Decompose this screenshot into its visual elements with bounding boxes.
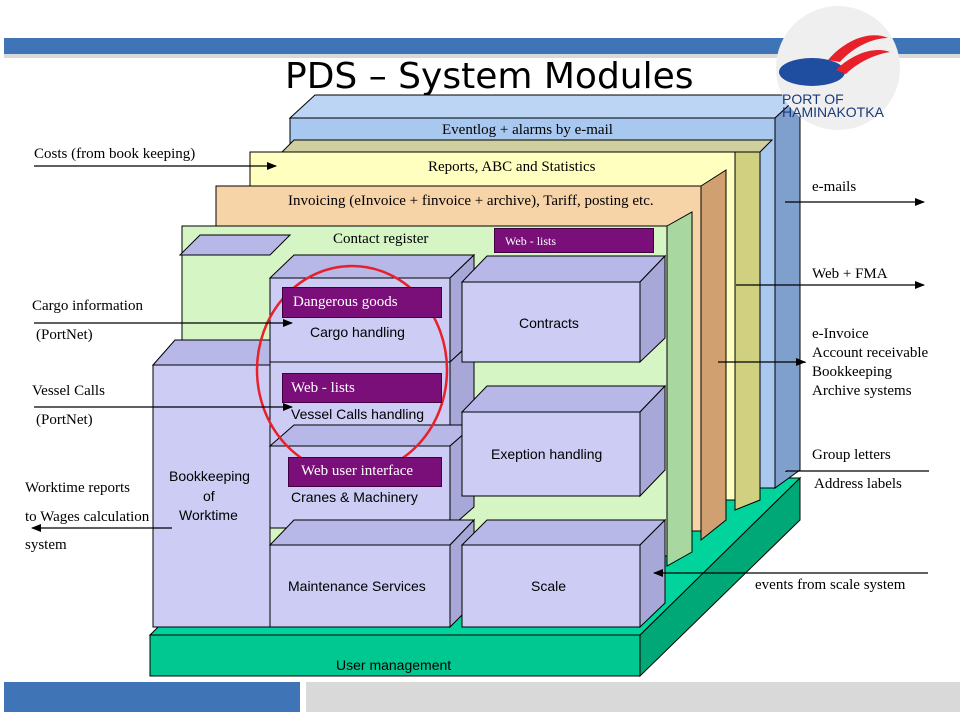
bookkeeping-worktime-line2: of	[203, 488, 215, 504]
header-bar-blue	[4, 38, 960, 54]
output-emails: e-mails	[812, 179, 857, 195]
logo-line1: PORT OF	[782, 91, 844, 107]
web-lists-top-label: Web - lists	[505, 234, 557, 248]
label-reports: Reports, ABC and Statistics	[428, 159, 596, 175]
module-exeption-box	[460, 384, 667, 498]
output-address-labels: Address labels	[814, 476, 902, 492]
label-invoicing: Invoicing (eInvoice + finvoice + archive…	[288, 193, 654, 209]
header-bar-grey	[4, 54, 960, 58]
label-contact-register: Contact register	[333, 231, 429, 247]
footer-bar-blue	[4, 682, 300, 712]
output-web-fma: Web + FMA	[812, 266, 888, 282]
input-portnet-1: (PortNet)	[36, 327, 93, 343]
cargo-handling-label: Cargo handling	[310, 324, 405, 340]
module-bookkeeping-worktime-box	[151, 234, 292, 628]
module-contracts-box	[460, 254, 667, 364]
logo-line2: HAMINAKOTKA	[782, 104, 884, 120]
input-vessel-calls: Vessel Calls	[32, 383, 105, 399]
web-user-interface-label: Web user interface	[301, 463, 414, 479]
output-worktime-reports: Worktime reports	[25, 480, 131, 496]
web-user-interface-box: Web user interface	[288, 457, 442, 487]
output-group-letters: Group letters	[812, 447, 891, 463]
output-einvoice: e-Invoice	[812, 326, 869, 342]
bookkeeping-worktime-line1: Bookkeeping	[169, 468, 250, 484]
bookkeeping-worktime-line3: Worktime	[179, 507, 238, 523]
input-costs: Costs (from book keeping)	[34, 146, 196, 162]
output-bookkeeping: Bookkeeping	[812, 364, 892, 380]
output-to-wages: to Wages calculation	[25, 509, 150, 525]
maintenance-services-label: Maintenance Services	[288, 578, 426, 594]
module-scale-box	[460, 518, 667, 629]
vessel-calls-handling-label: Vessel Calls handling	[291, 406, 425, 422]
output-archive-systems: Archive systems	[812, 383, 912, 399]
input-cargo-information: Cargo information	[32, 298, 143, 314]
output-system: system	[25, 537, 67, 553]
scale-label: Scale	[531, 578, 567, 594]
cranes-machinery-label: Cranes & Machinery	[291, 489, 418, 505]
port-logo	[776, 6, 900, 130]
dangerous-goods-label: Dangerous goods	[293, 294, 398, 310]
dangerous-goods-box: Dangerous goods	[282, 287, 442, 318]
web-lists-label: Web - lists	[291, 380, 355, 396]
input-portnet-2: (PortNet)	[36, 412, 93, 428]
input-scale-events: events from scale system	[755, 577, 906, 593]
output-account-receivable: Account receivable	[812, 345, 929, 361]
web-lists-box: Web - lists	[282, 373, 442, 403]
web-lists-top-box: Web - lists	[494, 228, 654, 253]
page-title: PDS – System Modules	[285, 56, 694, 97]
footer-bar-grey	[306, 682, 960, 712]
label-eventlog: Eventlog + alarms by e-mail	[442, 122, 613, 138]
module-maintenance-box	[268, 518, 476, 629]
user-management-label: User management	[336, 657, 452, 673]
exeption-handling-label: Exeption handling	[491, 446, 603, 462]
contracts-label: Contracts	[519, 315, 579, 331]
